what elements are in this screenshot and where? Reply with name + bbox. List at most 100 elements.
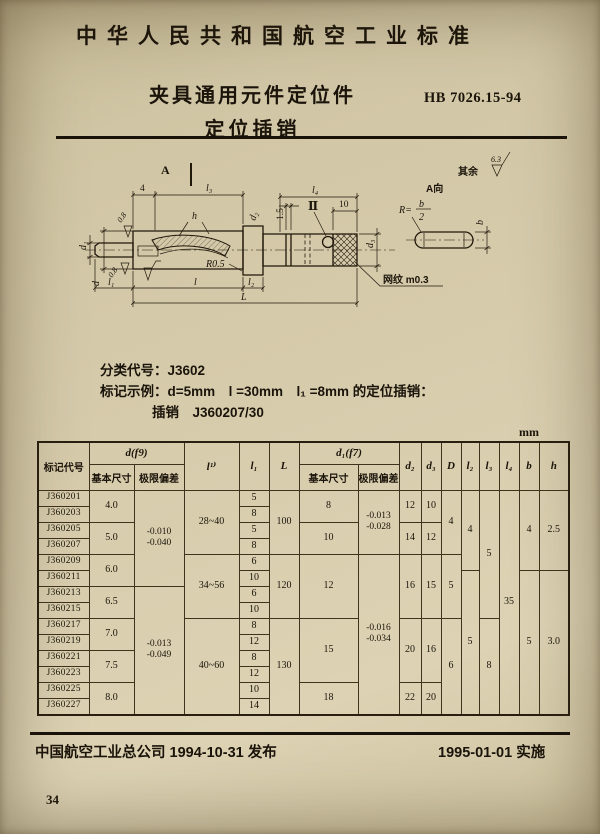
- cell-h: 2.5: [538, 489, 570, 571]
- table-row: J360205 5.0 5 10 14 12: [37, 521, 569, 555]
- cell-code: J360225: [37, 681, 90, 699]
- knurl-area: [333, 234, 357, 266]
- dim-d: d: [91, 280, 102, 286]
- cell-code: J360201: [37, 489, 90, 507]
- dim-4: 4: [140, 184, 145, 194]
- cell-code: J360205: [37, 521, 90, 539]
- col-header-d-dev: 极限偏差: [133, 463, 185, 491]
- dim-l: l: [194, 277, 197, 288]
- cell-l3: 5: [478, 489, 500, 619]
- table-row: J360213 6.5 -0.013 -0.049 6: [37, 585, 569, 715]
- cell-l1: 8: [238, 537, 270, 555]
- dim-b: b: [475, 220, 486, 225]
- machining-mark: [143, 260, 161, 282]
- cell-d: 6.5: [88, 585, 135, 619]
- title-divider-rule: [56, 136, 567, 139]
- cell-code: J360223: [37, 665, 90, 683]
- view-a-label: A向: [426, 182, 443, 195]
- dim-10: 10: [339, 200, 349, 210]
- dim-l4: l₄: [312, 185, 319, 196]
- pin-outline: [94, 225, 358, 276]
- cell-d1: 10: [298, 521, 359, 555]
- cell-d3: 15: [420, 553, 442, 619]
- section-a-label: A: [161, 163, 170, 177]
- col-header-d-group: d(f9): [88, 441, 185, 465]
- roughness-value: 6.3: [491, 155, 501, 164]
- page-number: 34: [46, 792, 59, 807]
- cell-h: 3.0: [538, 569, 570, 715]
- cell-code: J360221: [37, 649, 90, 667]
- cell-d-dev: -0.013 -0.049: [133, 585, 185, 715]
- slot-obround: [414, 231, 474, 249]
- dim-l3: l₃: [206, 183, 213, 194]
- cross-hole: [321, 235, 335, 249]
- cell-d: 5.0: [88, 521, 135, 555]
- knurl-note: 网纹 m0.3: [383, 273, 429, 286]
- cell-l1: 5: [238, 489, 270, 507]
- col-header-l: l¹⁾: [183, 441, 240, 491]
- knurl-callout: 网纹 m0.3: [354, 261, 443, 287]
- cell-d2: 14: [398, 521, 422, 555]
- footer-divider-rule: [30, 732, 570, 735]
- left-dimensions: d₁ d 0.8 0.8: [78, 211, 161, 286]
- cell-D: 5: [440, 553, 462, 619]
- marking-example-line1: 标记示例：d=5mm l =30mm l₁ =8mm 的定位插销：: [100, 384, 434, 399]
- r-eq-label: R=: [398, 205, 412, 216]
- cell-l1: 8: [238, 649, 270, 667]
- table-row: J360217 7.0 40~60 8 130 15 20 16 6 8: [37, 617, 569, 715]
- cell-l1: 6: [238, 553, 270, 571]
- bottom-dimensions: l₁ l l₂ L: [93, 259, 359, 307]
- roughness-mark-bottom: [120, 262, 130, 276]
- cell-d1-dev: -0.016 -0.034: [357, 553, 400, 715]
- col-header-h: h: [538, 441, 570, 491]
- cell-code: J360215: [37, 601, 90, 619]
- cell-d: 7.5: [88, 649, 135, 683]
- table-row: J360225 8.0 10 18 22 20: [37, 681, 569, 715]
- cell-l4: 35: [498, 489, 520, 715]
- cell-l1: 10: [238, 681, 270, 699]
- col-header-l3: l₃: [478, 441, 500, 491]
- classification-code: 分类代号：J3602: [100, 363, 206, 378]
- cell-l1: 8: [238, 617, 270, 635]
- table-row: J360227 14: [37, 697, 569, 715]
- cell-code: J360217: [37, 617, 90, 635]
- cell-d: 8.0: [88, 681, 135, 715]
- cell-code: J360227: [37, 697, 90, 715]
- table-row: J360215 10: [37, 601, 569, 619]
- col-header-L: L: [268, 441, 300, 491]
- cell-L: 120: [268, 553, 300, 619]
- cell-d: 6.0: [88, 553, 135, 587]
- cell-d3: 16: [420, 617, 442, 683]
- effective-note: 1995-01-01 实施: [438, 745, 546, 761]
- cell-l1: 12: [238, 665, 270, 683]
- cell-d1: 18: [298, 681, 359, 715]
- cell-l2: 4: [460, 489, 480, 571]
- doc-title-line1: 夹具通用元件定位件: [149, 85, 356, 107]
- cell-l1: 10: [238, 601, 270, 619]
- header-row-1: 标记代号 d(f9) l¹⁾ l₁ L d₁(f7) d₂ d₃ D l₂ l₃…: [37, 441, 570, 491]
- cell-d3: 12: [420, 521, 442, 555]
- dim-d2: d₂: [247, 210, 260, 222]
- col-header-d1-basic: 基本尺寸: [298, 463, 359, 491]
- standard-code: HB 7026.15-94: [424, 90, 522, 106]
- dimension-table: 标记代号 d(f9) l¹⁾ l₁ L d₁(f7) d₂ d₃ D l₂ l₃…: [37, 441, 570, 716]
- detail-ii-label: Ⅱ: [308, 199, 318, 213]
- cell-d3: 20: [420, 681, 442, 715]
- technical-drawing: A 4 l₃ h l₄ 1.5 Ⅱ: [78, 151, 511, 307]
- frac-2: 2: [419, 212, 424, 223]
- cell-d3: 10: [420, 489, 442, 523]
- cell-l3: 8: [478, 617, 500, 715]
- roughness-rest-label: 其余: [458, 165, 479, 178]
- cell-d2: 16: [398, 553, 422, 619]
- cell-D: 6: [440, 617, 462, 715]
- roughness-08-top: 0.8: [115, 211, 128, 224]
- r05-label: R0.5: [205, 259, 225, 270]
- cell-d2: 12: [398, 489, 422, 523]
- roughness-rest-note: 其余 6.3: [458, 151, 511, 178]
- cell-L: 100: [268, 489, 300, 555]
- handle-slot: [151, 234, 231, 257]
- dim-l2: l₂: [248, 277, 255, 288]
- cell-d: 4.0: [88, 489, 135, 523]
- table-row: J360209 6.0 34~56 6 120 12 -0.016 -0.034…: [37, 553, 569, 715]
- dim-h: h: [192, 211, 197, 222]
